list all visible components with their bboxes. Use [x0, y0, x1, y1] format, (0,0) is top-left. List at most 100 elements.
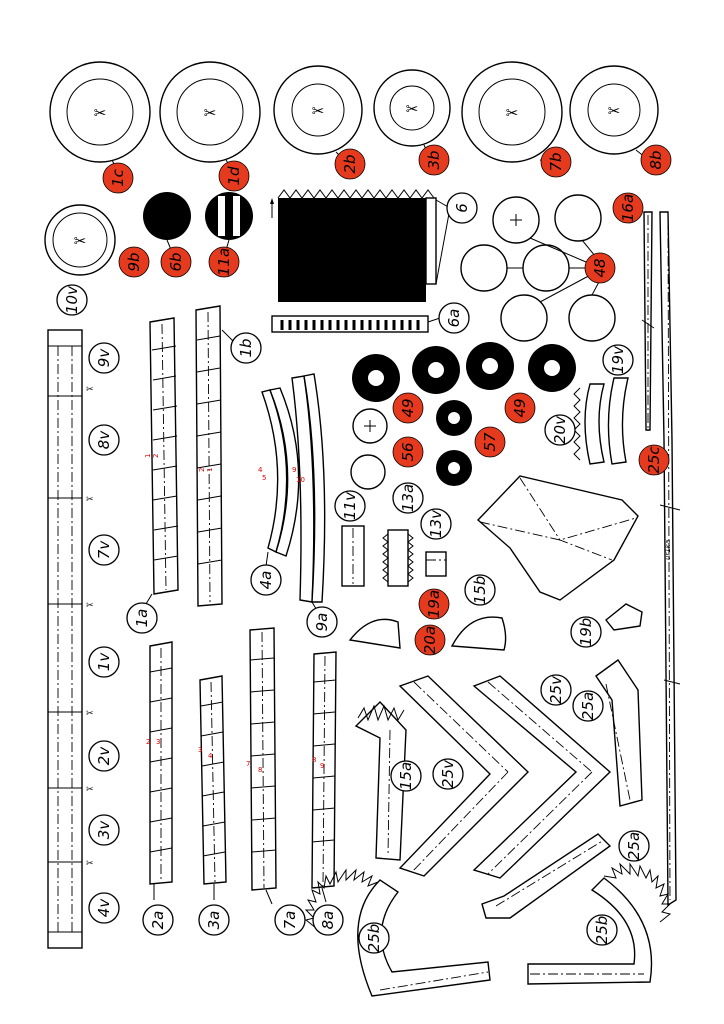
wheel-1c: ✂ [49, 61, 151, 163]
badge-11v: 11v [334, 490, 366, 522]
scissors-icon: ✂ [86, 709, 94, 719]
badge-16a: 16a [612, 192, 644, 224]
badge-49a: 49 [392, 392, 424, 424]
badge-6a: 6a [438, 302, 470, 334]
badge-label: 4v [95, 898, 113, 918]
part-16a-rods: ur1ka [641, 211, 681, 907]
badge-25v-a: 25v [432, 758, 464, 790]
badge-label: 9b [125, 252, 143, 271]
badge-label: 1c [109, 168, 127, 187]
badge-label: 9a [313, 613, 331, 632]
badge-19v: 19v [602, 344, 634, 376]
badge-56: 56 [392, 436, 424, 468]
scissors-icon: ✂ [94, 104, 107, 122]
badge-label: 9v [95, 348, 113, 368]
badge-label: 25a [579, 692, 597, 720]
scissors-icon: ✂ [312, 102, 325, 120]
rings-49 [352, 342, 576, 402]
badge-25b-b: 25b [586, 914, 618, 946]
badge-8v: 8v [88, 424, 120, 456]
svg-text:10: 10 [296, 476, 305, 484]
badge-label: 8a [319, 911, 337, 930]
badge-label: 25b [593, 916, 611, 945]
badge-20v: 20v [544, 414, 576, 446]
wheel-3b: ✂ [373, 69, 451, 147]
badge-4a: 4a [250, 564, 282, 596]
badge-7b: 7b [540, 146, 572, 178]
badge-7a: 7a [274, 904, 306, 936]
badge-9v: 9v [88, 342, 120, 374]
badge-11a: 11a [208, 246, 240, 278]
badge-1d: 1d [218, 160, 250, 192]
badge-7v: 7v [88, 534, 120, 566]
badge-label: 13a [399, 484, 417, 512]
badge-label: 6a [445, 309, 463, 328]
badge-label: 2b [341, 154, 359, 173]
svg-text:9: 9 [292, 466, 296, 474]
badge-19a: 19a [418, 588, 450, 620]
scissors-icon: ✂ [86, 385, 94, 395]
badge-label: 2v [95, 746, 113, 766]
badge-label: 6 [453, 203, 471, 213]
badge-25c: 25c [638, 444, 670, 476]
badge-13a: 13a [392, 482, 424, 514]
badge-label: 20a [421, 626, 439, 654]
badge-label: 1d [225, 166, 243, 186]
badge-label: 15b [471, 576, 489, 605]
badge-9b: 9b [118, 246, 150, 278]
badge-label: 3a [205, 911, 223, 930]
badge-label: 25b [365, 924, 383, 953]
badge-19b: 19b [570, 616, 602, 648]
svg-text:2: 2 [152, 454, 160, 458]
badge-label: 25c [645, 446, 663, 474]
badge-label: 19a [425, 590, 443, 618]
badge-13v: 13v [420, 508, 452, 540]
badge-label: 16a [619, 194, 637, 222]
part-25v-chevron-b [472, 675, 612, 879]
badge-label: 6b [167, 252, 185, 271]
svg-text:7: 7 [246, 760, 250, 768]
badge-label: 48 [591, 258, 609, 277]
part-13v [425, 551, 447, 577]
svg-text:5: 5 [262, 474, 266, 482]
badge-label: 10v [63, 285, 81, 314]
scissors-icon: ✂ [86, 859, 94, 869]
badge-label: 1b [237, 338, 255, 357]
badge-48: 48 [584, 252, 616, 284]
scissors-icon: ✂ [406, 100, 419, 118]
badge-1b: 1b [230, 332, 262, 364]
part-25a-lower [481, 833, 612, 919]
badge-label: 57 [481, 432, 499, 452]
svg-text:4: 4 [208, 752, 213, 760]
part-19a-20a-domes [348, 616, 507, 651]
badge-label: 11v [341, 491, 359, 520]
designer-signature: ur1ka [664, 540, 672, 560]
scissors-icon: ✂ [506, 104, 519, 122]
badge-57: 57 [474, 426, 506, 458]
badge-label: 19b [577, 618, 595, 647]
part-9a-strip: 9 10 [291, 373, 326, 613]
wheel-2b: ✂ [273, 65, 363, 155]
circles-48-group [460, 194, 616, 342]
badge-label: 1a [133, 609, 151, 628]
badge-label: 20v [551, 415, 569, 444]
svg-text:4: 4 [258, 466, 263, 474]
badge-8b: 8b [640, 144, 672, 176]
badge-label: 7a [281, 911, 299, 930]
svg-text:3: 3 [156, 738, 160, 746]
badge-25b-a: 25b [358, 922, 390, 954]
badge-label: 4a [257, 571, 275, 590]
part-1a-strip: 1 2 [144, 317, 179, 605]
scissors-icon: ✂ [86, 601, 94, 611]
badge-label: 49 [399, 398, 417, 417]
scissors-icon: ✂ [204, 104, 217, 122]
svg-text:8: 8 [258, 766, 262, 774]
badge-1v: 1v [88, 646, 120, 678]
rings-57 [436, 400, 472, 486]
badge-3b: 3b [418, 144, 450, 176]
part-15a [354, 700, 407, 861]
badge-label: 7v [95, 540, 113, 560]
